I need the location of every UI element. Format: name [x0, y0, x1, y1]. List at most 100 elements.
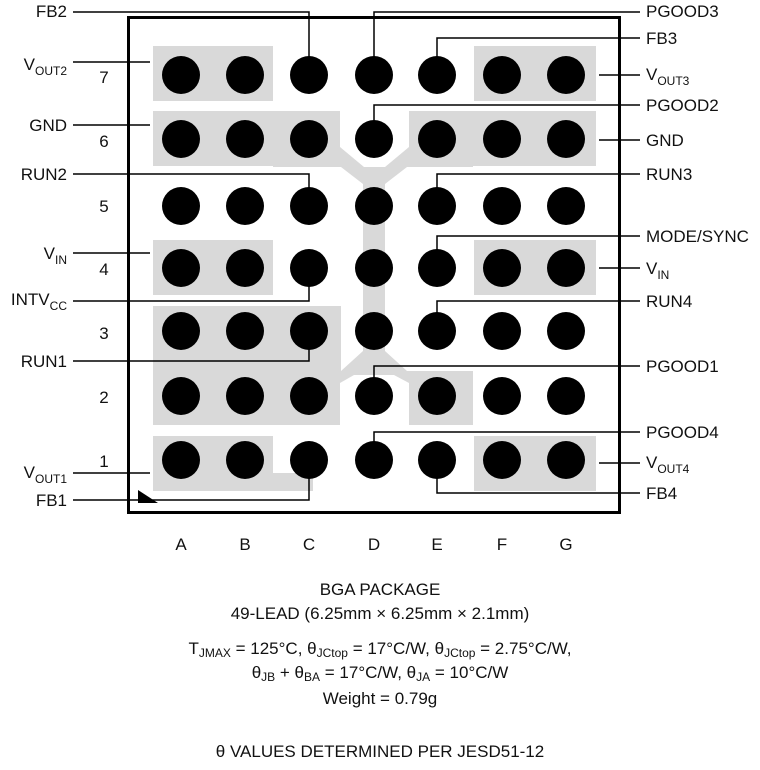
- theta-note: θ VALUES DETERMINED PER JESD51-12: [215, 742, 545, 761]
- pin-label-run3: RUN3: [646, 165, 692, 184]
- ball-e2: [418, 377, 456, 415]
- ball-f2: [483, 377, 521, 415]
- ball-a2: [162, 377, 200, 415]
- ball-g1: [547, 441, 585, 479]
- pin-label-run1: RUN1: [21, 352, 67, 371]
- column-labels: A B C D E F G: [175, 535, 572, 554]
- column-label-f: F: [497, 535, 507, 554]
- fb2-leader: [73, 11, 310, 75]
- ball-b1: [226, 441, 264, 479]
- ball-d5: [355, 187, 393, 225]
- pin-label-pgood4: PGOOD4: [646, 423, 719, 442]
- ball-c7: [290, 56, 328, 94]
- ball-c2: [290, 377, 328, 415]
- ball-b5: [226, 187, 264, 225]
- ball-c6: [290, 120, 328, 158]
- ball-e5: [418, 187, 456, 225]
- pin-label-vin-right: VIN: [646, 259, 669, 282]
- row-label-6: 6: [99, 132, 108, 151]
- ball-g7: [547, 56, 585, 94]
- ball-b3: [226, 312, 264, 350]
- run4-leader: [436, 300, 640, 331]
- ball-c5: [290, 187, 328, 225]
- pin-label-run4: RUN4: [646, 292, 692, 311]
- ball-f1: [483, 441, 521, 479]
- ball-a5: [162, 187, 200, 225]
- ball-d4: [355, 249, 393, 287]
- ball-a4: [162, 249, 200, 287]
- row-label-7: 7: [99, 68, 108, 87]
- pin-label-fb2: FB2: [36, 2, 67, 21]
- package-title: BGA PACKAGE: [319, 580, 441, 599]
- ball-e1: [418, 441, 456, 479]
- ball-c1: [290, 441, 328, 479]
- ball-e4: [418, 249, 456, 287]
- ball-a3: [162, 312, 200, 350]
- row-label-5: 5: [99, 197, 108, 216]
- ball-f4: [483, 249, 521, 287]
- ball-c4: [290, 249, 328, 287]
- ball-g2: [547, 377, 585, 415]
- run3-leader: [436, 173, 640, 206]
- ball-f5: [483, 187, 521, 225]
- ball-f3: [483, 312, 521, 350]
- pin-label-gnd-right: GND: [646, 131, 684, 150]
- ball-f7: [483, 56, 521, 94]
- pin-label-pgood1: PGOOD1: [646, 357, 719, 376]
- ball-b6: [226, 120, 264, 158]
- ball-e7: [418, 56, 456, 94]
- ball-a6: [162, 120, 200, 158]
- ball-d2: [355, 377, 393, 415]
- pin-label-intvcc: INTVCC: [11, 290, 67, 313]
- pgood3-leader: [373, 11, 640, 75]
- pin-label-fb3: FB3: [646, 29, 677, 48]
- ball-g4: [547, 249, 585, 287]
- pin-label-run2: RUN2: [21, 165, 67, 184]
- row-labels: 1 2 3 4 5 6 7: [99, 68, 108, 471]
- ball-e3: [418, 312, 456, 350]
- column-label-a: A: [175, 535, 187, 554]
- ball-c3: [290, 312, 328, 350]
- row-label-2: 2: [99, 388, 108, 407]
- ball-g6: [547, 120, 585, 158]
- row-label-1: 1: [99, 452, 108, 471]
- ball-g5: [547, 187, 585, 225]
- ball-g3: [547, 312, 585, 350]
- package-weight: Weight = 0.79g: [322, 689, 438, 708]
- ball-b7: [226, 56, 264, 94]
- ball-d6: [355, 120, 393, 158]
- pin-label-fb1: FB1: [36, 491, 67, 510]
- column-label-b: B: [239, 535, 250, 554]
- ball-d3: [355, 312, 393, 350]
- row-label-4: 4: [99, 260, 108, 279]
- bga-pinout-diagram: 1 2 3 4 5 6 7 A B C D E F G FB2 VOUT2 GND RUN2 VIN I…: [11, 2, 749, 554]
- ball-a7: [162, 56, 200, 94]
- ball-d7: [355, 56, 393, 94]
- pin-label-pgood3: PGOOD3: [646, 2, 719, 21]
- thermal-line-1: TJMAX = 125°C, θJCtop = 17°C/W, θJCtop =…: [188, 639, 572, 660]
- solder-balls: [162, 56, 585, 479]
- column-label-c: C: [303, 535, 315, 554]
- ball-a1: [162, 441, 200, 479]
- pin-label-vout3: VOUT3: [646, 65, 690, 88]
- pin-label-pgood2: PGOOD2: [646, 96, 719, 115]
- pin1-indicator: [138, 490, 158, 503]
- pin-label-vout2: VOUT2: [24, 55, 68, 78]
- row-label-3: 3: [99, 324, 108, 343]
- ball-f6: [483, 120, 521, 158]
- column-label-g: G: [559, 535, 572, 554]
- ball-d1: [355, 441, 393, 479]
- column-label-d: D: [368, 535, 380, 554]
- pin-label-vout4: VOUT4: [646, 453, 690, 476]
- pin-label-vin-left: VIN: [44, 244, 67, 267]
- pin-label-fb4: FB4: [646, 484, 677, 503]
- ball-b2: [226, 377, 264, 415]
- pin-label-mode-sync: MODE/SYNC: [646, 227, 749, 246]
- package-dimensions: 49-LEAD (6.25mm × 6.25mm × 2.1mm): [230, 604, 530, 623]
- column-label-e: E: [431, 535, 442, 554]
- thermal-line-2: θJB + θBA = 17°C/W, θJA = 10°C/W: [251, 663, 509, 684]
- ball-e6: [418, 120, 456, 158]
- pin-label-vout1: VOUT1: [24, 463, 68, 486]
- pin-label-gnd-left: GND: [29, 116, 67, 135]
- ball-b4: [226, 249, 264, 287]
